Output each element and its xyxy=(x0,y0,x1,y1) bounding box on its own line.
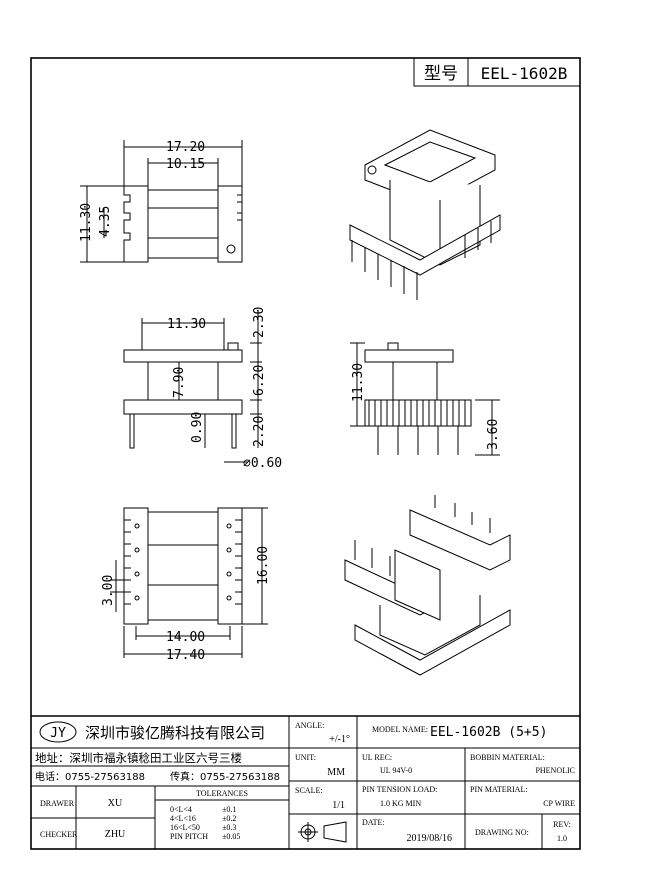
top-view: 17.20 10.15 11.30 4.35 xyxy=(79,140,243,263)
dim-inner-width: 10.15 xyxy=(166,157,205,172)
dim-slot: 4.35 xyxy=(98,206,113,237)
projection-symbol-icon xyxy=(298,821,347,843)
phone: 电话：0755-27563188 xyxy=(35,770,145,783)
tol-value-2: ±0.2 xyxy=(222,814,236,823)
scale-value: 1/1 xyxy=(332,800,345,811)
bobbin-label: BOBBIN MATERIAL: xyxy=(470,753,545,762)
fax: 传真：0755-27563188 xyxy=(170,770,280,783)
model-header-value: EEL-1602B xyxy=(481,64,568,83)
bobbin-value: PHENOLIC xyxy=(535,766,575,775)
model-header: 型号 EEL-1602B xyxy=(413,57,581,87)
dim-window: 6.20 xyxy=(252,365,267,396)
ul-rec-label: UL REC: xyxy=(362,753,392,762)
company-name: 深圳市骏亿腾科技有限公司 xyxy=(85,724,265,742)
pin-tension-value: 1.0 KG MIN xyxy=(380,799,421,808)
dim-pin-offset: 0.90 xyxy=(190,412,205,443)
logo xyxy=(39,721,77,743)
dim-pin-diameter: ⌀0.60 xyxy=(243,456,282,471)
tol-range-4: PIN PITCH xyxy=(170,832,208,841)
tol-value-1: ±0.1 xyxy=(222,805,236,814)
pin-material-value: CP WIRE xyxy=(543,799,575,808)
drawer-label: DRAWER xyxy=(40,799,75,808)
model-name-value: EEL-1602B (5+5) xyxy=(430,725,547,740)
dim-bottom-overall-width: 17.40 xyxy=(166,648,205,663)
dim-side-height: 11.30 xyxy=(351,363,366,402)
address: 地址：深圳市福永镇稔田工业区六号三楼 xyxy=(35,751,242,765)
date-label: DATE: xyxy=(362,818,385,827)
dim-length: 16.00 xyxy=(256,546,271,585)
bottom-view: 16.00 3.00 14.00 17.40 xyxy=(101,507,271,663)
dim-front-width: 11.30 xyxy=(167,317,206,332)
pin1-mark-icon xyxy=(226,244,236,254)
checker-value: ZHU xyxy=(105,829,126,840)
dim-flange-bottom: 2.20 xyxy=(252,416,267,447)
ul-rec-value: UL 94V-0 xyxy=(380,766,412,775)
dim-pin-length: 3.60 xyxy=(486,419,501,450)
date-value: 2019/08/16 xyxy=(406,833,452,844)
tol-value-4: ±0.05 xyxy=(222,832,240,841)
tolerances-label: TOLERANCES xyxy=(196,789,248,798)
dim-height: 11.30 xyxy=(79,203,94,242)
sheet-frame xyxy=(30,57,581,850)
model-header-label: 型号 xyxy=(424,64,458,84)
title-block: JY 深圳市骏亿腾科技有限公司 地址：深圳市福永镇稔田工业区六号三楼 电话：07… xyxy=(31,715,580,849)
front-view: 11.30 2.30 7.90 6.20 2.20 0.90 ⌀0.60 xyxy=(123,307,282,471)
dim-pitch: 3.00 xyxy=(101,575,116,606)
angle-label: ANGLE: xyxy=(295,721,324,730)
drawing-no-label: DRAWING NO: xyxy=(475,828,529,837)
dim-overall-width: 17.20 xyxy=(166,140,205,155)
tol-value-3: ±0.3 xyxy=(222,823,236,832)
pin-tension-label: PIN TENSION LOAD: xyxy=(362,785,437,794)
drawer-value: XU xyxy=(108,798,123,809)
dim-flange-top: 2.30 xyxy=(252,307,267,338)
model-name-label: MODEL NAME: xyxy=(372,725,428,734)
dim-winding: 7.90 xyxy=(172,367,187,398)
tol-range-2: 4<L<16 xyxy=(170,814,196,823)
rev-label: REV: xyxy=(553,820,571,829)
unit-value: MM xyxy=(327,767,345,778)
tol-range-1: 0<L<4 xyxy=(170,805,192,814)
checker-label: CHECKER xyxy=(40,830,78,839)
angle-value: +/-1° xyxy=(329,734,350,745)
side-view: 11.30 3.60 xyxy=(350,342,501,456)
pin-material-label: PIN MATERIAL: xyxy=(470,785,528,794)
unit-label: UNIT: xyxy=(295,753,316,762)
dim-bottom-inner-width: 14.00 xyxy=(166,630,205,645)
isometric-view-bottom xyxy=(344,495,511,676)
rev-value: 1.0 xyxy=(557,834,567,843)
tol-range-3: 16<L<50 xyxy=(170,823,200,832)
scale-label: SCALE: xyxy=(295,786,323,795)
isometric-view-top xyxy=(349,129,501,300)
logo-text: JY xyxy=(50,726,66,741)
